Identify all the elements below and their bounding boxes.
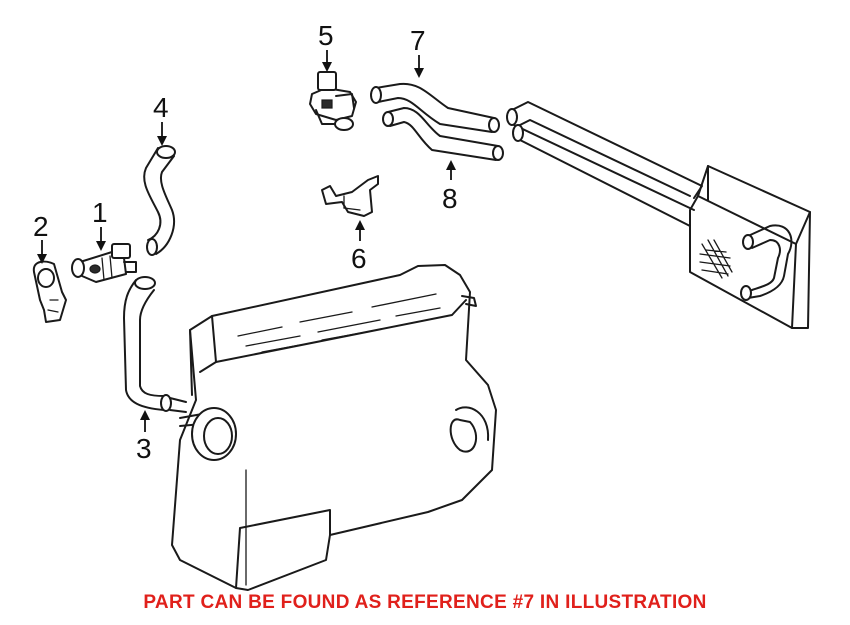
callout-8: 8 — [442, 160, 458, 214]
callout-5: 5 — [318, 20, 334, 72]
callout-1: 1 — [92, 197, 108, 251]
heater-core — [506, 101, 811, 329]
callout-number: 3 — [136, 433, 152, 464]
engine-block — [171, 264, 497, 591]
heater-hose-8 — [382, 107, 504, 161]
callout-number: 8 — [442, 183, 458, 214]
callout-number: 4 — [153, 92, 169, 123]
heater-hose-4 — [143, 145, 176, 256]
pump-bracket — [32, 260, 67, 323]
heater-hose-7 — [370, 82, 500, 133]
callout-4: 4 — [153, 92, 169, 146]
callout-number: 6 — [351, 243, 367, 274]
heater-control-valve — [309, 71, 357, 131]
callout-6: 6 — [351, 220, 367, 274]
callout-7: 7 — [410, 25, 426, 78]
reference-note: PART CAN BE FOUND AS REFERENCE #7 IN ILL… — [143, 592, 707, 613]
auxiliary-water-pump — [71, 243, 137, 283]
heater-core-fins — [699, 239, 733, 279]
callout-number: 2 — [33, 211, 49, 242]
callout-2: 2 — [33, 211, 49, 264]
callout-number: 1 — [92, 197, 108, 228]
heater-hose-3 — [123, 276, 187, 413]
water-pump-pulley — [179, 407, 237, 461]
callout-3: 3 — [136, 410, 152, 464]
valve-bracket — [321, 175, 379, 217]
callout-number: 7 — [410, 25, 426, 56]
callout-number: 5 — [318, 20, 334, 51]
